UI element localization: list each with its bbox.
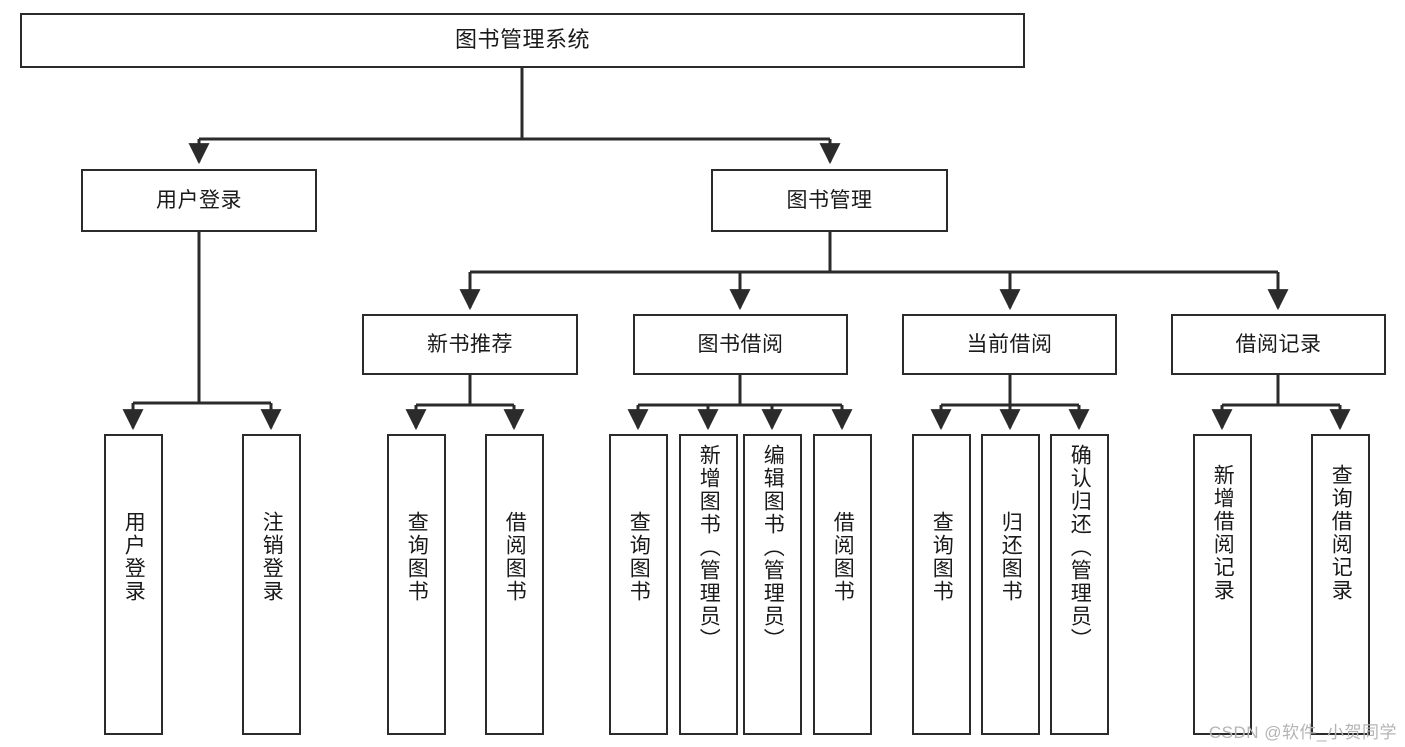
node-leaf-edit-book[interactable]: 编辑图书（管理员） [743,434,802,735]
node-current-borrow-label: 当前借阅 [966,332,1053,356]
node-new-book-recommend-label: 新书推荐 [427,332,513,356]
node-leaf-return-book[interactable]: 归还图书 [981,434,1040,735]
node-leaf-add-book-label: 新增图书（管理员） [697,444,721,651]
node-leaf-borrow-book-1-label: 借阅图书 [503,511,527,603]
node-leaf-logout-login-label: 注销登录 [260,511,284,603]
node-user-login[interactable]: 用户登录 [81,169,317,232]
node-leaf-user-login[interactable]: 用户登录 [104,434,163,735]
node-leaf-confirm-return-label: 确认归还（管理员） [1068,444,1092,651]
node-leaf-query-book-2-label: 查询图书 [627,511,651,603]
node-leaf-query-book-3[interactable]: 查询图书 [912,434,971,735]
node-borrow-record[interactable]: 借阅记录 [1171,314,1386,375]
node-leaf-add-record[interactable]: 新增借阅记录 [1193,434,1252,735]
node-leaf-confirm-return[interactable]: 确认归还（管理员） [1050,434,1109,735]
node-leaf-logout-login[interactable]: 注销登录 [242,434,301,735]
node-leaf-query-book-3-label: 查询图书 [930,511,954,603]
node-borrow-record-label: 借阅记录 [1235,332,1322,356]
node-book-management-label: 图书管理 [786,188,873,212]
node-leaf-borrow-book-1[interactable]: 借阅图书 [485,434,544,735]
node-leaf-borrow-book-2-label: 借阅图书 [831,511,855,603]
node-user-login-label: 用户登录 [156,188,242,212]
node-leaf-user-login-label: 用户登录 [122,511,146,603]
node-leaf-add-record-label: 新增借阅记录 [1211,464,1235,602]
node-leaf-query-book-1-label: 查询图书 [405,511,429,603]
node-root[interactable]: 图书管理系统 [20,13,1025,68]
node-leaf-return-book-label: 归还图书 [999,511,1023,603]
node-book-borrow-label: 图书借阅 [697,332,784,356]
node-book-management[interactable]: 图书管理 [711,169,948,232]
node-new-book-recommend[interactable]: 新书推荐 [362,314,578,375]
node-root-label: 图书管理系统 [454,27,590,53]
node-book-borrow[interactable]: 图书借阅 [633,314,848,375]
node-leaf-query-book-1[interactable]: 查询图书 [387,434,446,735]
node-leaf-edit-book-label: 编辑图书（管理员） [761,444,785,651]
node-leaf-borrow-book-2[interactable]: 借阅图书 [813,434,872,735]
node-leaf-query-book-2[interactable]: 查询图书 [609,434,668,735]
csdn-watermark: CSDN @软件_小贺同学 [1208,723,1397,742]
node-leaf-query-record[interactable]: 查询借阅记录 [1311,434,1370,735]
node-leaf-query-record-label: 查询借阅记录 [1329,464,1353,602]
node-leaf-add-book[interactable]: 新增图书（管理员） [679,434,738,735]
node-current-borrow[interactable]: 当前借阅 [902,314,1117,375]
